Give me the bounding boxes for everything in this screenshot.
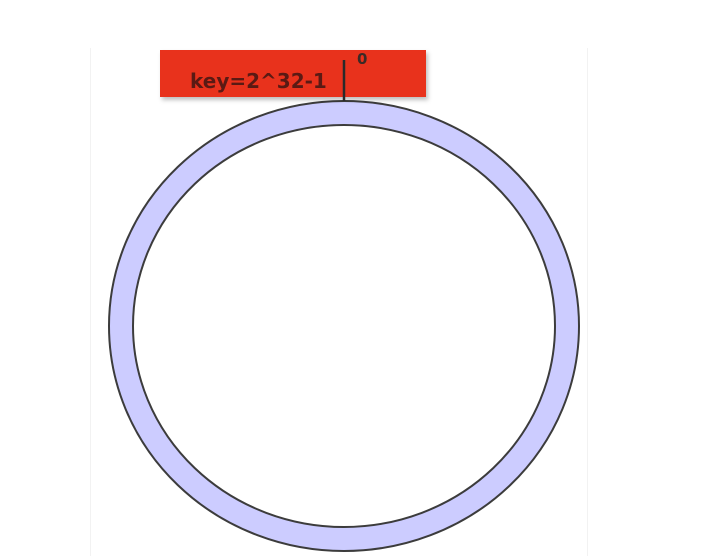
page-frame	[90, 48, 588, 556]
hash-ring-inner	[132, 124, 556, 528]
key-banner	[160, 50, 426, 97]
zero-label: 0	[357, 50, 368, 68]
key-label: key=2^32-1	[190, 69, 327, 93]
